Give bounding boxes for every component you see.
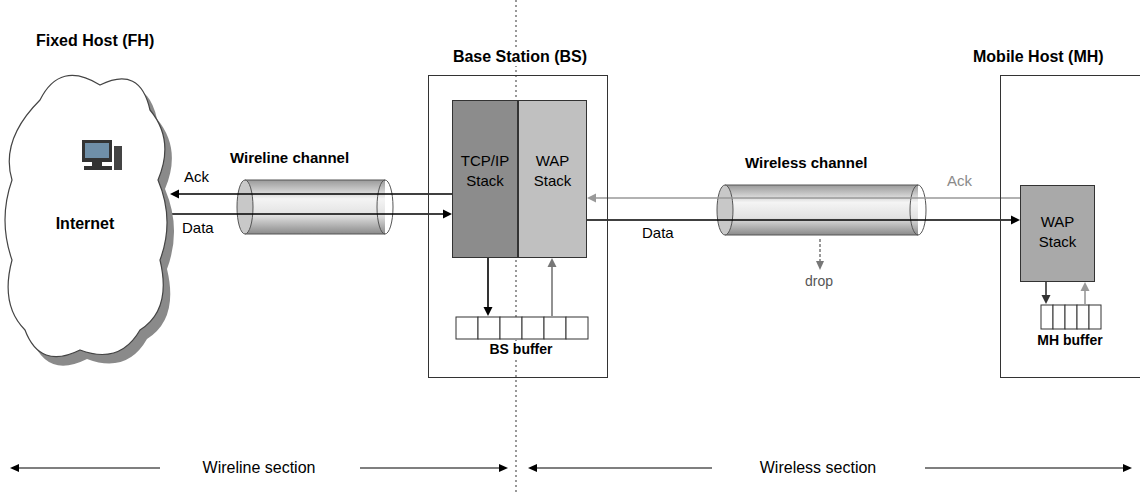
station-heading: Base Station (BS) [429, 48, 611, 66]
stack-label: WAP Stack [1021, 212, 1094, 251]
wireline-tube [237, 180, 393, 234]
buffer-cells [455, 316, 589, 340]
connector [548, 258, 557, 316]
connector [1081, 282, 1090, 304]
host-heading: Fixed Host (FH) [34, 32, 156, 50]
section-label: Wireline section [159, 459, 359, 477]
buffer-queue: MH buffer [1030, 304, 1110, 354]
drop-arrow [816, 239, 824, 270]
computer-icon [82, 140, 122, 170]
stack-box: WAP Stack [518, 100, 587, 258]
drop-label: drop [805, 273, 833, 289]
buffer-queue: BS buffer [455, 316, 587, 360]
connector [484, 258, 493, 316]
connector [1042, 282, 1051, 304]
edge-label: Ack [182, 168, 211, 185]
buffer-cells [1040, 304, 1102, 330]
mobile-heading: Mobile Host (MH) [971, 48, 1106, 66]
connector [170, 190, 452, 199]
channel-label: Wireless channel [745, 154, 867, 171]
station-box: Base Station (BS)TCP/IP StackWAP StackBS… [428, 75, 608, 378]
buffer-label: BS buffer [455, 341, 587, 357]
cloud-label: Internet [0, 215, 170, 233]
stack-box: TCP/IP Stack [452, 100, 518, 258]
connector [587, 194, 1020, 203]
stack-label: WAP Stack [519, 151, 586, 190]
cloud-node: Fixed Host (FH)Internet [0, 60, 170, 370]
edge-label: Ack [945, 172, 974, 189]
mobile-box: Mobile Host (MH)WAP StackMH buffer [1000, 75, 1140, 378]
buffer-label: MH buffer [1030, 332, 1110, 348]
wireless-tube [717, 185, 926, 235]
section-arrows [10, 464, 1132, 472]
edge-label: Data [640, 224, 676, 241]
channel-label: Wireline channel [230, 149, 349, 166]
stack-label: TCP/IP Stack [453, 151, 517, 190]
connector [170, 210, 452, 219]
stack-box: WAP Stack [1020, 185, 1095, 282]
section-label: Wireless section [718, 459, 918, 477]
edge-label: Data [180, 219, 216, 236]
